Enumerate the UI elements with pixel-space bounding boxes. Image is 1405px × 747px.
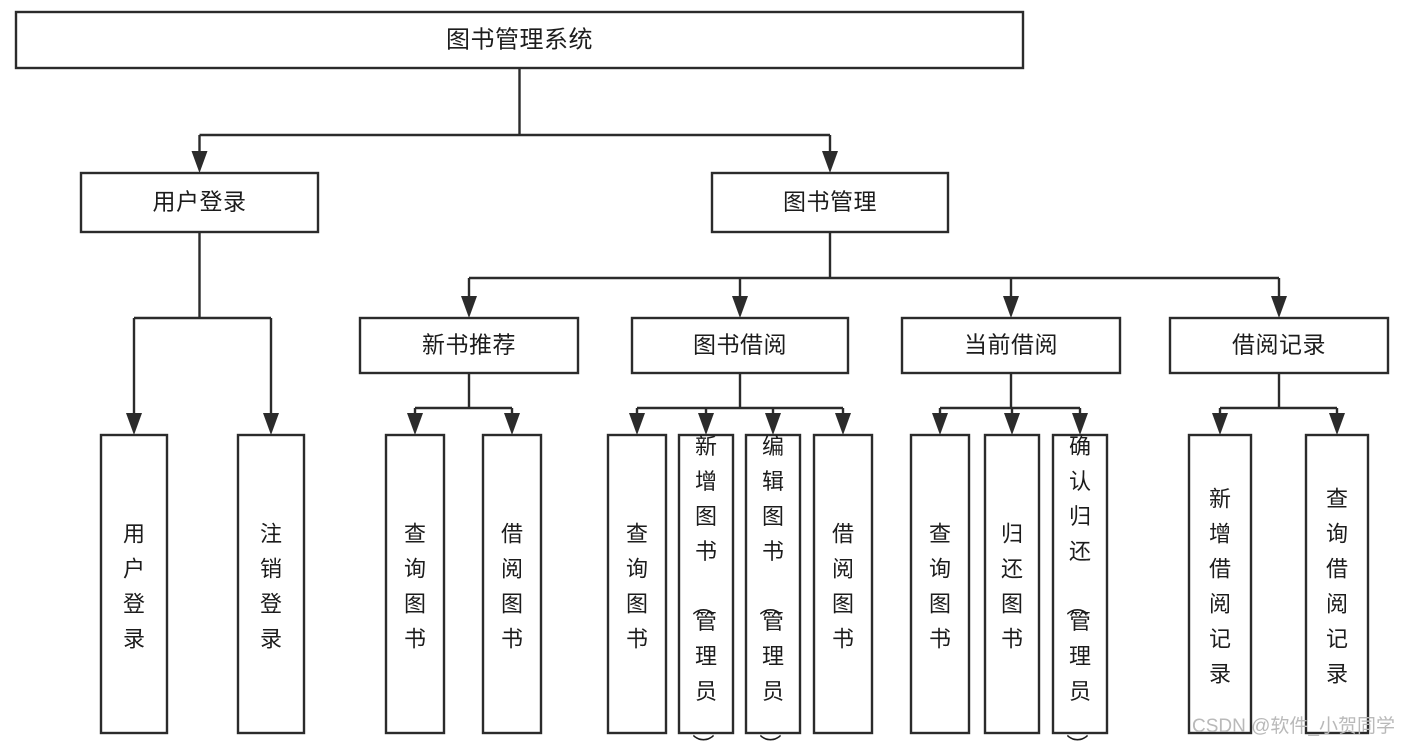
node-leaf-query-record[interactable] (1304, 433, 1370, 735)
node-leaf-return-book[interactable] (983, 433, 1041, 735)
node-label-book-manage: 图书管理 (783, 189, 877, 215)
arrow-head-leaf-query-book-3 (932, 413, 948, 435)
arrow-head-leaf-confirm-return (1072, 413, 1088, 435)
arrow-head-current-borrow (1003, 296, 1019, 318)
node-leaf-add-book[interactable] (677, 433, 735, 735)
node-box-leaf-query-book-3[interactable] (909, 433, 971, 735)
arrow-head-leaf-return-book (1004, 413, 1020, 435)
node-leaf-add-record[interactable] (1187, 433, 1253, 735)
node-box-new-book-rec[interactable] (358, 316, 580, 375)
node-label-leaf-edit-book: 编辑图书（管理员） (757, 434, 784, 747)
node-box-leaf-add-record[interactable] (1187, 433, 1253, 735)
arrow-head-borrow-record (1271, 296, 1287, 318)
node-label-leaf-query-book-3: 查询图书 (929, 521, 951, 651)
node-box-user-login[interactable] (79, 171, 320, 234)
node-leaf-edit-book[interactable] (744, 433, 802, 735)
node-label-leaf-query-book-1: 查询图书 (404, 521, 426, 651)
arrow-head-leaf-borrow-book-1 (504, 413, 520, 435)
node-book-manage[interactable] (710, 171, 950, 234)
node-box-current-borrow[interactable] (900, 316, 1122, 375)
arrow-head-leaf-user-logout (263, 413, 279, 435)
node-leaf-user-logout[interactable] (236, 433, 306, 735)
node-box-root[interactable] (14, 10, 1025, 70)
arrow-head-leaf-borrow-book-2 (835, 413, 851, 435)
node-leaf-query-book-3[interactable] (909, 433, 971, 735)
node-label-root: 图书管理系统 (446, 26, 593, 53)
node-labels-layer: 图书管理系统用户登录图书管理新书推荐图书借阅当前借阅借阅记录用户登录注销登录查询… (123, 26, 1348, 747)
node-box-leaf-borrow-book-2[interactable] (812, 433, 874, 735)
node-leaf-confirm-return[interactable] (1051, 433, 1109, 735)
node-new-book-rec[interactable] (358, 316, 580, 375)
node-box-leaf-borrow-book-1[interactable] (481, 433, 543, 735)
arrow-head-leaf-query-record (1329, 413, 1345, 435)
arrow-head-user-login (191, 151, 208, 173)
node-label-leaf-add-record: 新增借阅记录 (1209, 486, 1231, 686)
node-box-leaf-user-logout[interactable] (236, 433, 306, 735)
arrow-head-leaf-edit-book (765, 413, 781, 435)
node-borrow-record[interactable] (1168, 316, 1390, 375)
arrow-head-leaf-add-record (1212, 413, 1228, 435)
node-user-login[interactable] (79, 171, 320, 234)
arrow-head-book-manage (822, 151, 838, 173)
arrow-head-leaf-query-book-1 (407, 413, 423, 435)
connector-lines-layer (126, 68, 1345, 435)
node-label-leaf-user-login: 用户登录 (123, 521, 145, 651)
node-box-leaf-query-record[interactable] (1304, 433, 1370, 735)
arrow-head-leaf-query-book-2 (629, 413, 645, 435)
node-box-leaf-confirm-return[interactable] (1051, 433, 1109, 735)
node-boxes-layer (14, 10, 1390, 735)
arrow-head-leaf-user-login (126, 413, 142, 435)
node-leaf-query-book-1[interactable] (384, 433, 446, 735)
node-book-borrow[interactable] (630, 316, 850, 375)
node-label-leaf-return-book: 归还图书 (1001, 521, 1023, 651)
arrow-head-book-borrow (732, 296, 748, 318)
node-label-new-book-rec: 新书推荐 (422, 332, 516, 358)
node-leaf-borrow-book-1[interactable] (481, 433, 543, 735)
node-label-leaf-borrow-book-1: 借阅图书 (501, 521, 523, 651)
node-label-user-login: 用户登录 (153, 189, 247, 215)
node-label-current-borrow: 当前借阅 (964, 332, 1058, 358)
node-label-leaf-borrow-book-2: 借阅图书 (832, 521, 854, 651)
node-leaf-query-book-2[interactable] (606, 433, 668, 735)
node-leaf-borrow-book-2[interactable] (812, 433, 874, 735)
node-box-leaf-add-book[interactable] (677, 433, 735, 735)
node-label-book-borrow: 图书借阅 (693, 332, 787, 358)
arrow-head-leaf-add-book (698, 413, 714, 435)
node-box-book-borrow[interactable] (630, 316, 850, 375)
arrow-head-new-book-rec (461, 296, 477, 318)
node-label-leaf-add-book: 新增图书（管理员） (690, 434, 717, 747)
node-box-leaf-return-book[interactable] (983, 433, 1041, 735)
node-box-leaf-query-book-2[interactable] (606, 433, 668, 735)
node-label-borrow-record: 借阅记录 (1232, 332, 1326, 358)
node-box-leaf-edit-book[interactable] (744, 433, 802, 735)
node-root[interactable] (14, 10, 1025, 70)
node-box-book-manage[interactable] (710, 171, 950, 234)
node-label-leaf-user-logout: 注销登录 (260, 521, 282, 651)
node-current-borrow[interactable] (900, 316, 1122, 375)
node-label-leaf-confirm-return: 确认归还（管理员） (1064, 434, 1091, 747)
node-label-leaf-query-book-2: 查询图书 (626, 521, 648, 651)
node-box-borrow-record[interactable] (1168, 316, 1390, 375)
node-box-leaf-query-book-1[interactable] (384, 433, 446, 735)
node-box-leaf-user-login[interactable] (99, 433, 169, 735)
node-leaf-user-login[interactable] (99, 433, 169, 735)
node-label-leaf-query-record: 查询借阅记录 (1326, 486, 1348, 686)
csdn-watermark: CSDN @软件_小贺同学 (1192, 715, 1395, 737)
